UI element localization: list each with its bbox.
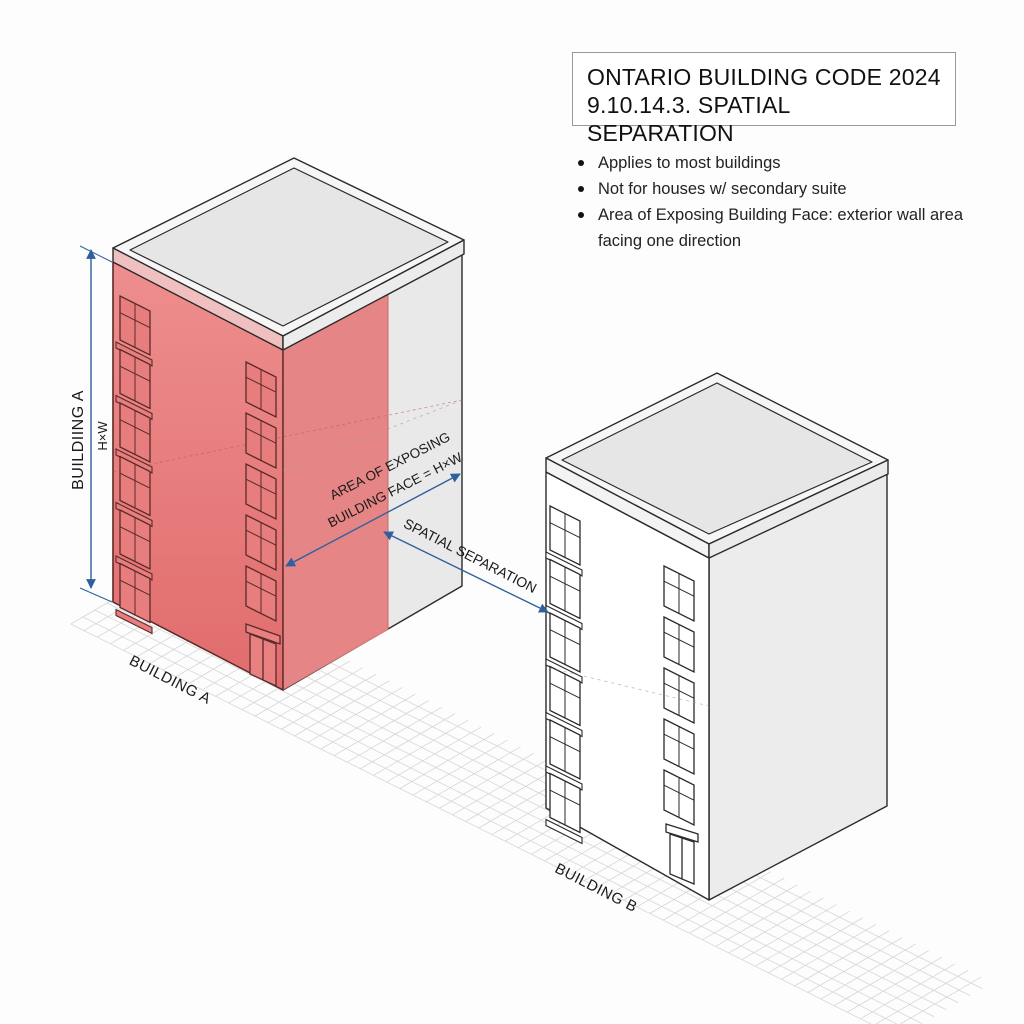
- balcony-ledge: [115, 608, 153, 635]
- building-b-door: [665, 823, 699, 885]
- code-title-box: ONTARIO BUILDING CODE 2024 9.10.14.3. SP…: [572, 52, 956, 146]
- note-item: Applies to most buildings: [578, 150, 998, 176]
- note-item: Area of Exposing Building Face: exterior…: [578, 202, 998, 254]
- balcony-ledge: [115, 341, 153, 367]
- balcony-ledge: [545, 765, 583, 791]
- balcony-ledge: [115, 394, 153, 421]
- height-dimension: [79, 245, 113, 603]
- balcony-ledge: [115, 448, 153, 474]
- balcony-ledge: [545, 818, 583, 845]
- building-b: [545, 372, 889, 901]
- code-title: ONTARIO BUILDING CODE 2024: [587, 64, 941, 90]
- building-a-windows: [115, 294, 277, 635]
- notes-list: Applies to most buildings Not for houses…: [578, 150, 998, 254]
- exposing-face-dimension: [285, 473, 461, 567]
- building-b-label: BUILDING B: [552, 860, 640, 916]
- building-b-windows: [545, 504, 695, 845]
- height-dimension-label: BUILDIING A: [70, 390, 87, 490]
- balcony-ledge: [115, 501, 153, 528]
- building-a: [112, 157, 465, 691]
- code-section-title: 9.10.14.3. SPATIAL SEPARATION: [587, 92, 790, 146]
- building-b-roof-parapet: [561, 382, 873, 535]
- building-a-roof-parapet: [129, 167, 449, 327]
- spatial-separation-dimension: [383, 531, 549, 613]
- building-a-door: [245, 623, 281, 688]
- note-item: Not for houses w/ secondary suite: [578, 176, 998, 202]
- balcony-ledge: [115, 555, 153, 581]
- balcony-ledge: [545, 711, 583, 738]
- height-dimension-formula: H×W: [95, 421, 110, 451]
